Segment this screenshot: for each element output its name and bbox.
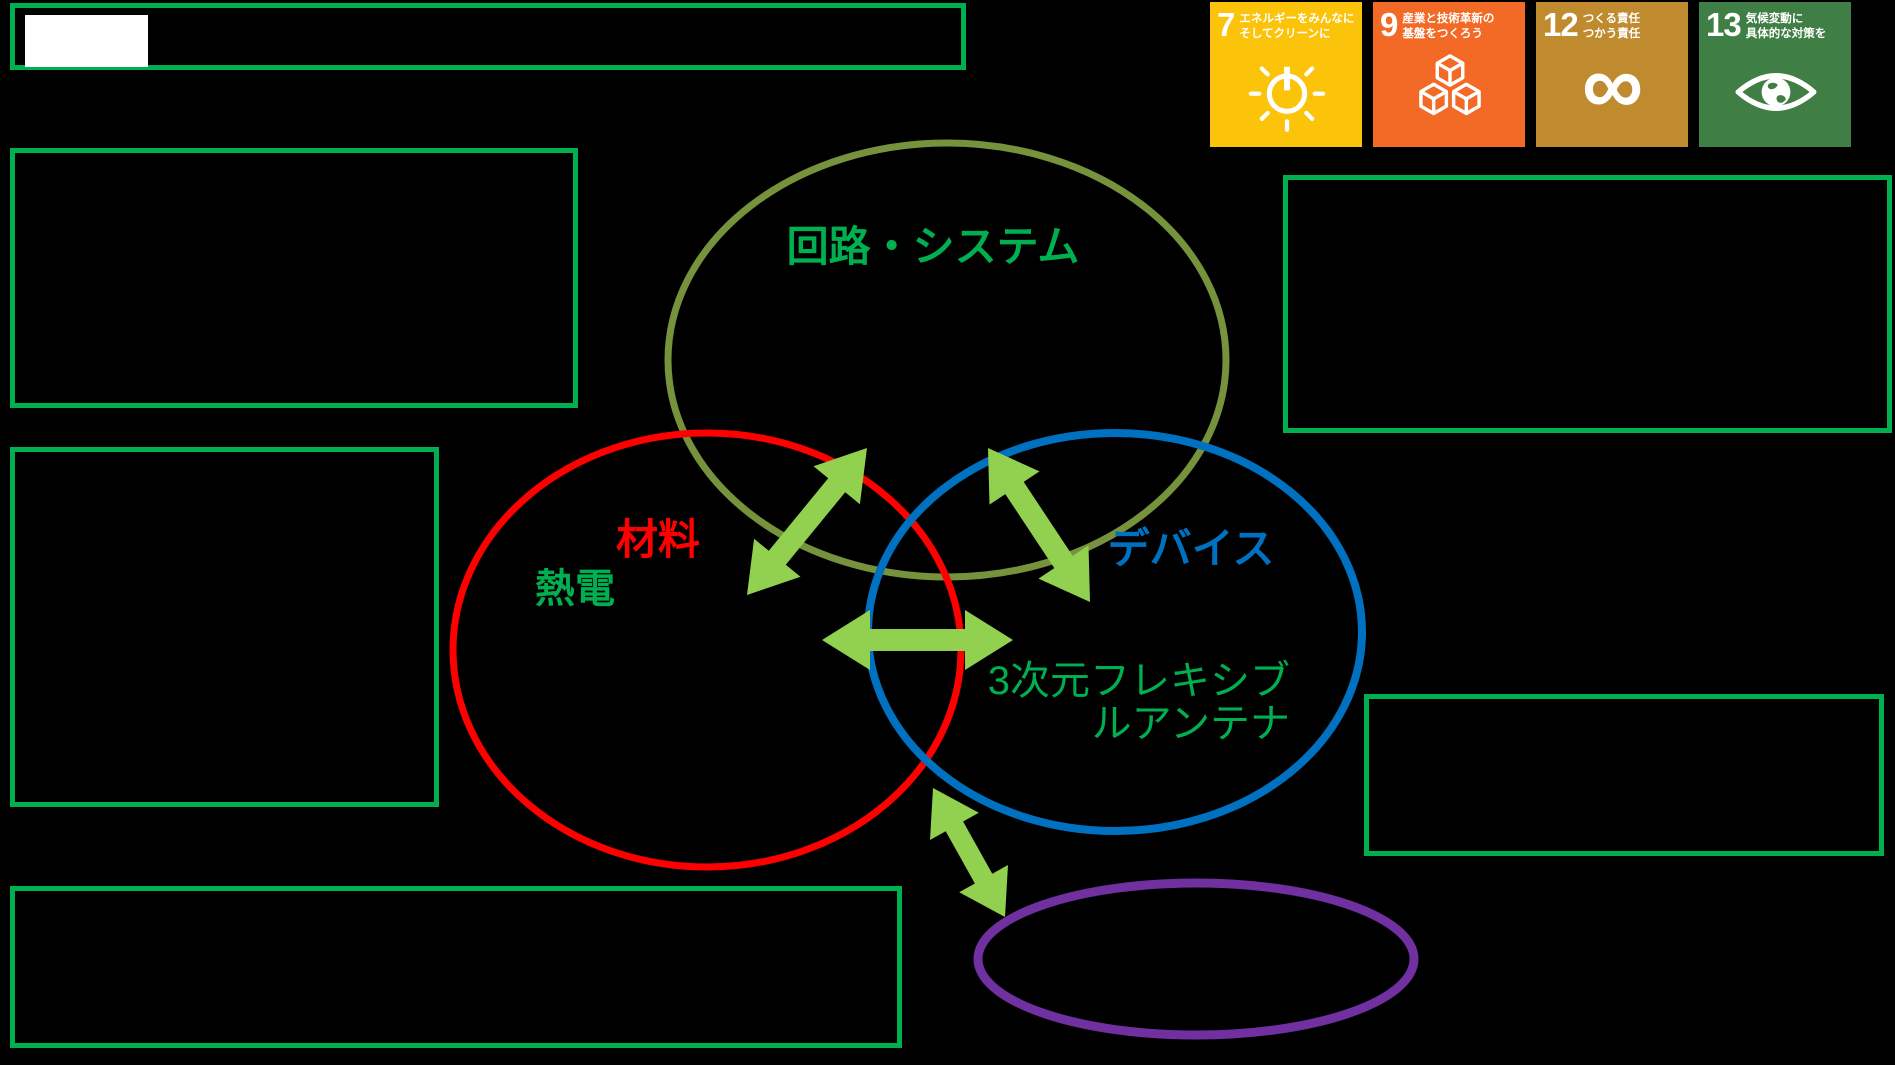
- arrow-material-device: [822, 610, 1013, 670]
- sdg-goal-13-number: 13: [1706, 6, 1742, 43]
- sdg-goal-9-number: 9: [1380, 6, 1398, 43]
- materials-label: 材料: [615, 516, 701, 563]
- logo-placeholder: [25, 15, 148, 67]
- sdg-goal-12-tile: 12 つくる責任 つかう責任 ∞: [1536, 2, 1688, 147]
- sdg-goal-9-tile: 9 産業と技術革新の 基盤をつくろう: [1373, 2, 1525, 147]
- sdg-goal-13-tile: 13 気候変動に 具体的な対策を: [1699, 2, 1851, 147]
- sun-power-icon: [1248, 66, 1325, 133]
- sdg-goal-12-title-line1: つくる責任: [1582, 13, 1640, 25]
- sdg-goal-12-number: 12: [1543, 6, 1579, 43]
- circuit-system-label: 回路・システム: [786, 223, 1080, 270]
- sdg-goal-7-title-line2: そしてクリーンに: [1239, 27, 1331, 40]
- eye-globe-icon: [1735, 73, 1816, 112]
- devices-label: デバイス: [1107, 525, 1275, 572]
- sdg-goal-9-title-line1: 産業と技術革新の: [1402, 13, 1495, 25]
- sdg-goal-7-tile: 7 エネルギーをみんなに そしてクリーンに: [1210, 2, 1362, 147]
- circuit-system-circle: [664, 139, 1230, 581]
- sdg-goal-9-title-line2: 基盤をつくろう: [1402, 27, 1483, 40]
- sdg-goal-13-title-line1: 気候変動に: [1745, 13, 1804, 25]
- left-middle-box: [10, 447, 439, 807]
- right-middle-box: [1364, 694, 1884, 856]
- left-bottom-box: [10, 886, 902, 1048]
- right-top-box: [1283, 175, 1892, 433]
- sdg-goal-13-title-line2: 具体的な対策を: [1745, 27, 1827, 40]
- thermoelectric-label: 熱電: [535, 567, 615, 611]
- bottom-ellipse: [973, 878, 1419, 1040]
- title-bar-box: [10, 3, 966, 70]
- arrow-material-circuit: [747, 448, 867, 595]
- sdg-goal-12-title-line2: つかう責任: [1582, 27, 1641, 40]
- arrow-device-circuit: [988, 448, 1090, 602]
- infinity-icon: ∞: [1581, 37, 1644, 134]
- left-top-box: [10, 148, 578, 408]
- arrow-to-bottom-ellipse: [930, 788, 1008, 917]
- antenna-label: 3次元フレキシブ ルアンテナ: [988, 660, 1290, 746]
- cubes-icon: [1418, 54, 1481, 116]
- sdg-goal-7-title-line1: エネルギーをみんなに: [1239, 13, 1355, 25]
- antenna-label-line2: ルアンテナ: [1091, 702, 1290, 746]
- sdg-goal-7-number: 7: [1217, 6, 1235, 43]
- antenna-label-line1: 3次元フレキシブ: [987, 659, 1290, 703]
